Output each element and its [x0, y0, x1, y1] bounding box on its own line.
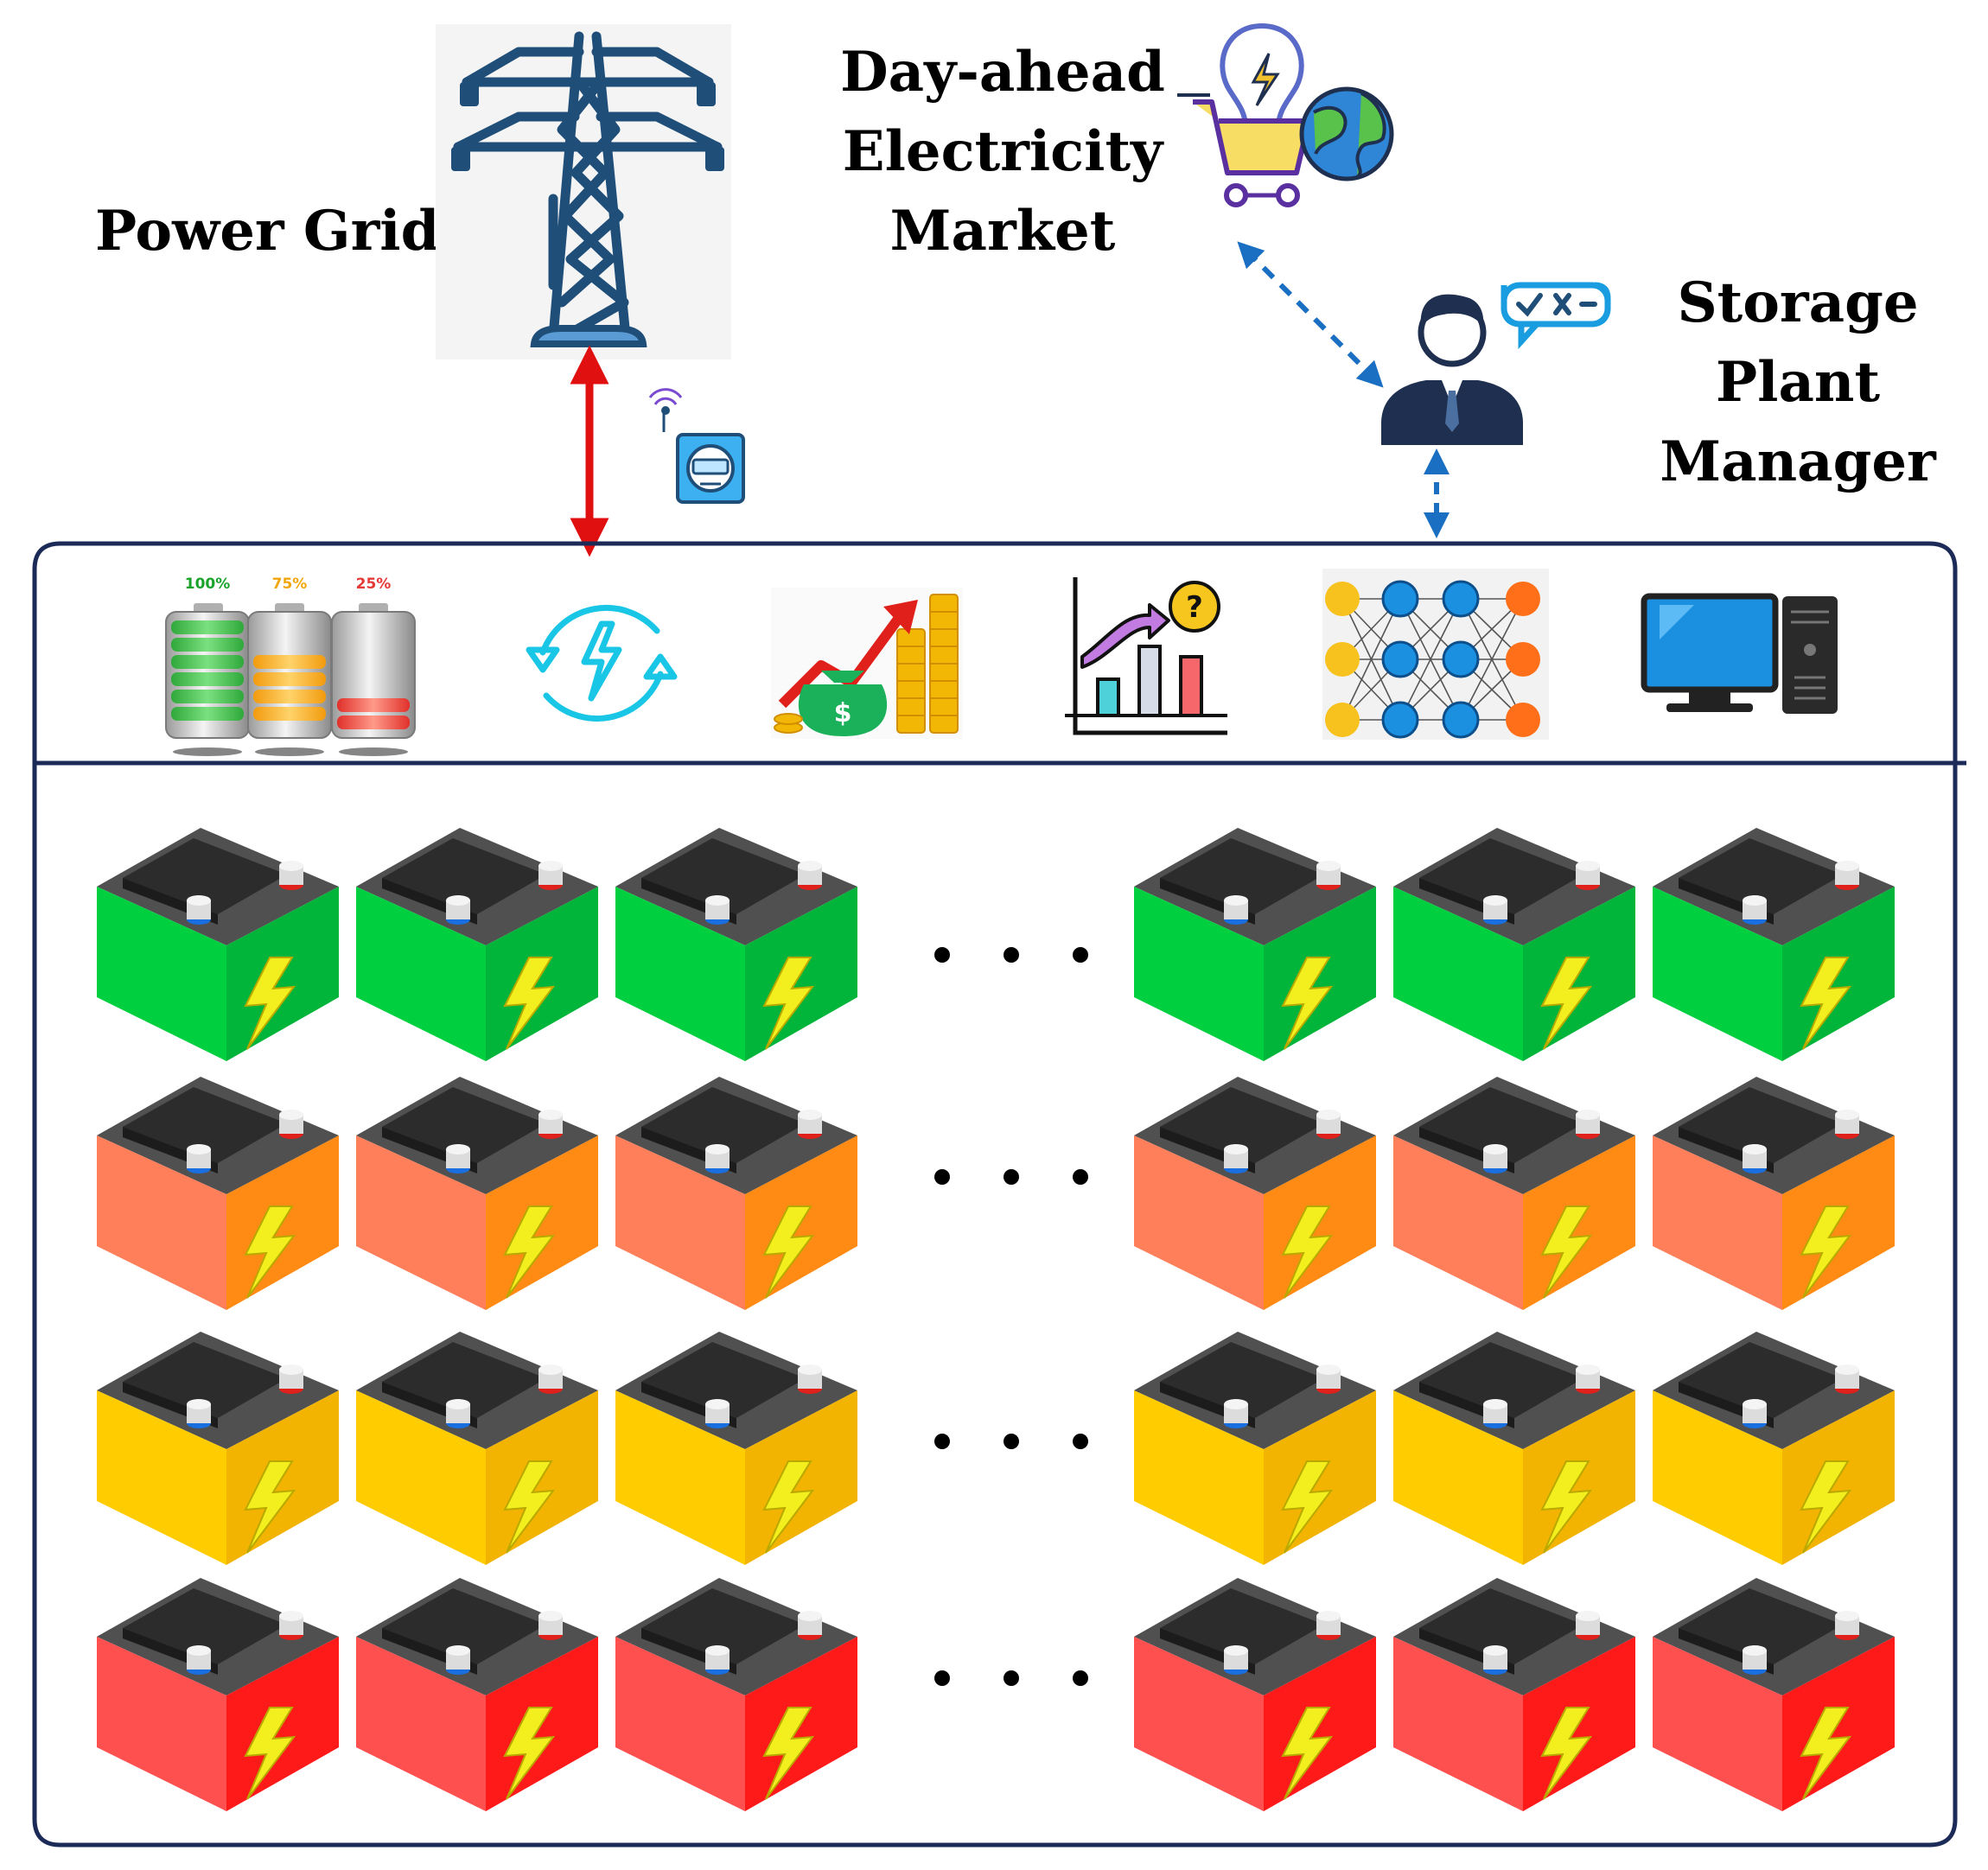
computer-icon: [1641, 593, 1838, 714]
battery-module-orange: [97, 1077, 339, 1310]
market-label-line1: Day-ahead: [840, 40, 1165, 105]
lightning-bolt-icon: [1281, 957, 1334, 1050]
lightning-bolt-icon: [762, 1707, 815, 1800]
lightning-bolt-icon: [762, 957, 815, 1050]
lightning-bolt-icon: [1540, 1460, 1593, 1554]
lightning-bolt-icon: [1800, 957, 1852, 1050]
svg-text:?: ?: [1186, 590, 1203, 625]
lightning-bolt-icon: [503, 1707, 556, 1800]
battery-module-red: [1393, 1578, 1635, 1811]
battery-module-green: [615, 828, 857, 1061]
battery-module-orange: [1393, 1077, 1635, 1310]
battery-module-orange: [615, 1077, 857, 1310]
lightning-bolt-icon: [244, 957, 296, 1050]
storage-plant-manager-label: Storage Plant Manager: [1625, 264, 1971, 502]
neural-network-icon: [1322, 569, 1549, 740]
ellipsis-dot: [1073, 947, 1088, 963]
lightning-bolt-icon: [1281, 1707, 1334, 1800]
lightning-bolt-icon: [762, 1460, 815, 1554]
battery-module-orange: [1134, 1077, 1376, 1310]
lightning-bolt-icon: [503, 1460, 556, 1554]
battery-module-yellow: [356, 1332, 598, 1565]
battery-module-yellow: [615, 1332, 857, 1565]
battery-module-red: [615, 1578, 857, 1811]
ellipsis-dot: [934, 1434, 950, 1449]
ellipsis-dot: [934, 1670, 950, 1686]
ellipsis-dot: [934, 947, 950, 963]
battery-level-100-label: 100%: [185, 576, 231, 593]
lightning-bolt-icon: [1800, 1707, 1852, 1800]
battery-module-green: [356, 828, 598, 1061]
ellipsis-dot: [1004, 1434, 1019, 1449]
market-manager-link-arrow: [1237, 241, 1384, 388]
forecast-chart-icon: ?: [1065, 577, 1227, 735]
lightning-bolt-icon: [1540, 1707, 1593, 1800]
manager-label-line3: Manager: [1660, 429, 1936, 494]
market-label-line2: Electricity: [842, 119, 1163, 184]
battery-level-75-label: 75%: [272, 576, 308, 593]
revenue-growth-icon: $: [771, 588, 963, 739]
smart-meter-icon: [648, 388, 745, 504]
battery-module-red: [97, 1578, 339, 1811]
manager-icon: [1381, 282, 1611, 445]
battery-module-yellow: [1134, 1332, 1376, 1565]
battery-module-green: [97, 828, 339, 1061]
lightning-bolt-icon: [1540, 1205, 1593, 1299]
power-grid-label: Power Grid: [95, 199, 440, 264]
battery-module-green: [1393, 828, 1635, 1061]
ellipsis-dot: [1004, 1169, 1019, 1185]
battery-module-red: [356, 1578, 598, 1811]
battery-module-yellow: [1393, 1332, 1635, 1565]
lightning-bolt-icon: [1800, 1460, 1852, 1554]
ellipsis-dot: [1073, 1434, 1088, 1449]
lightning-bolt-icon: [503, 1205, 556, 1299]
lightning-bolt-icon: [244, 1460, 296, 1554]
battery-levels-icon: 100% 75% 25%: [165, 576, 416, 756]
power-tower-icon: [436, 24, 731, 359]
battery-module-green: [1653, 828, 1895, 1061]
lightning-bolt-icon: [1800, 1205, 1852, 1299]
battery-module-orange: [356, 1077, 598, 1310]
storage-plant-frame: [32, 541, 1958, 1848]
market-label: Day-ahead Electricity Market: [804, 33, 1201, 271]
battery-module-yellow: [1653, 1332, 1895, 1565]
battery-module-red: [1134, 1578, 1376, 1811]
ellipsis-dot: [1073, 1670, 1088, 1686]
lightning-bolt-icon: [1281, 1460, 1334, 1554]
market-label-line3: Market: [889, 199, 1116, 264]
lightning-bolt-icon: [1281, 1205, 1334, 1299]
manager-label-line1: Storage: [1677, 270, 1919, 335]
ellipsis-dot: [1004, 1670, 1019, 1686]
lightning-bolt-icon: [244, 1707, 296, 1800]
lightning-bolt-icon: [1540, 957, 1593, 1050]
battery-module-orange: [1653, 1077, 1895, 1310]
lightning-bolt-icon: [503, 957, 556, 1050]
lightning-bolt-icon: [762, 1205, 815, 1299]
battery-level-25-label: 25%: [356, 576, 392, 593]
ellipsis-dot: [1073, 1169, 1088, 1185]
energy-cycle-icon: [526, 604, 678, 722]
battery-module-green: [1134, 828, 1376, 1061]
lightning-bolt-icon: [244, 1205, 296, 1299]
svg-text:$: $: [834, 698, 852, 728]
battery-module-grid: [97, 828, 1895, 1811]
electricity-market-icon: [1177, 22, 1394, 207]
battery-module-red: [1653, 1578, 1895, 1811]
battery-module-yellow: [97, 1332, 339, 1565]
ellipsis-dot: [1004, 947, 1019, 963]
ellipsis-dot: [934, 1169, 950, 1185]
manager-label-line2: Plant: [1716, 350, 1880, 415]
